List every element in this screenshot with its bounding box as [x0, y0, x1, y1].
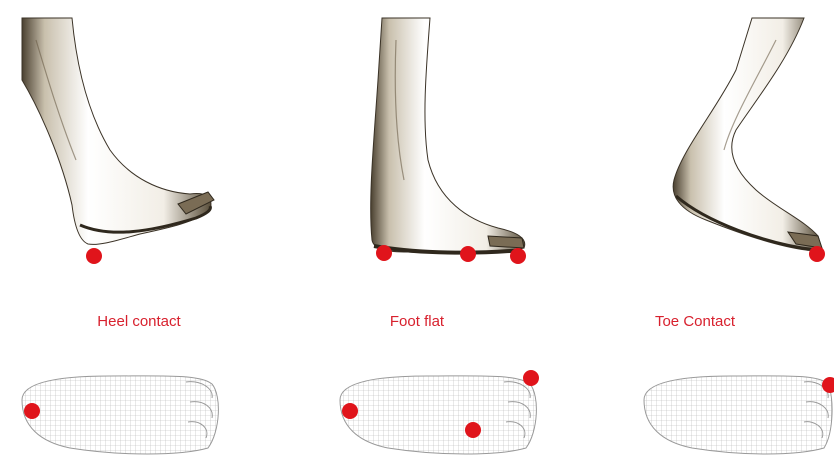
forefoot-mesh-contact-point	[465, 422, 481, 438]
phase-panel-foot-flat: Foot flat	[278, 0, 556, 459]
phase-panel-heel-contact: Heel contact	[0, 0, 278, 459]
foot-side-view	[22, 18, 214, 244]
foot-side-view	[673, 18, 822, 250]
phase-panel-toe-contact: Toe Contact	[556, 0, 834, 459]
heel-contact-label: Heel contact	[0, 313, 278, 330]
heel-contact-point	[376, 245, 392, 261]
toe-mesh-contact-point	[523, 370, 539, 386]
foot-side-view	[371, 18, 525, 253]
toe-contact-figure	[556, 0, 834, 459]
toe-contact-point	[510, 248, 526, 264]
toe-contact-point	[809, 246, 825, 262]
foot-plantar-mesh	[644, 376, 832, 454]
heel-mesh-contact-point	[342, 403, 358, 419]
heel-contact-point	[86, 248, 102, 264]
midfoot-contact-point	[460, 246, 476, 262]
foot-flat-figure	[278, 0, 556, 459]
toe-contact-label: Toe Contact	[556, 313, 834, 330]
heel-mesh-contact-point	[24, 403, 40, 419]
foot-plantar-mesh	[340, 376, 536, 454]
foot-flat-label: Foot flat	[278, 313, 556, 330]
foot-plantar-mesh	[22, 376, 218, 454]
heel-contact-figure	[0, 0, 278, 459]
